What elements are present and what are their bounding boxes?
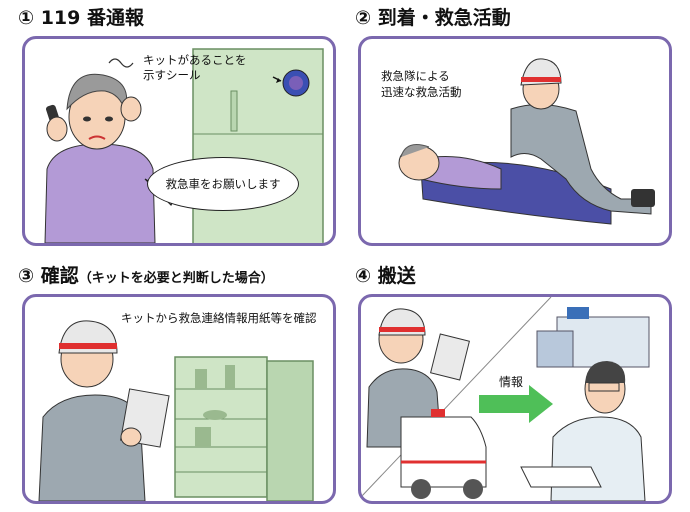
speech-text: 救急車をお願いします	[165, 177, 281, 191]
info-arrow-label: 情報	[499, 375, 524, 389]
step-3-title: ③ 確認（キットを必要と判断した場合）	[18, 265, 274, 287]
panel-emergency-call: キットがあることを 示すシール 救急車をお願いします	[22, 36, 336, 246]
transport-illustration	[361, 297, 650, 501]
speech-bubble: 救急車をお願いします	[147, 157, 299, 211]
sticker-label-line-1: キットがあることを	[143, 53, 247, 67]
panel-transport: 情報	[358, 294, 672, 504]
rescue-caption-line-1: 救急隊による	[381, 69, 450, 83]
step-3-subtitle: （キットを必要と判断した場合）	[78, 271, 274, 286]
step-2-title: ② 到着・救急活動	[355, 7, 511, 29]
panel-arrival: 救急隊による 迅速な救急活動	[358, 36, 672, 246]
step-4-title: ④ 搬送	[355, 265, 416, 287]
confirmation-caption: キットから救急連絡情報用紙等を確認	[121, 311, 317, 325]
step-1-title: ① 119 番通報	[18, 7, 144, 29]
rescue-illustration	[398, 58, 655, 225]
rescue-caption-line-2: 迅速な救急活動	[381, 85, 462, 99]
panel-confirmation: キットから救急連絡情報用紙等を確認	[22, 294, 336, 504]
confirmation-illustration	[38, 320, 314, 501]
sticker-label-line-2: 示すシール	[143, 68, 201, 82]
